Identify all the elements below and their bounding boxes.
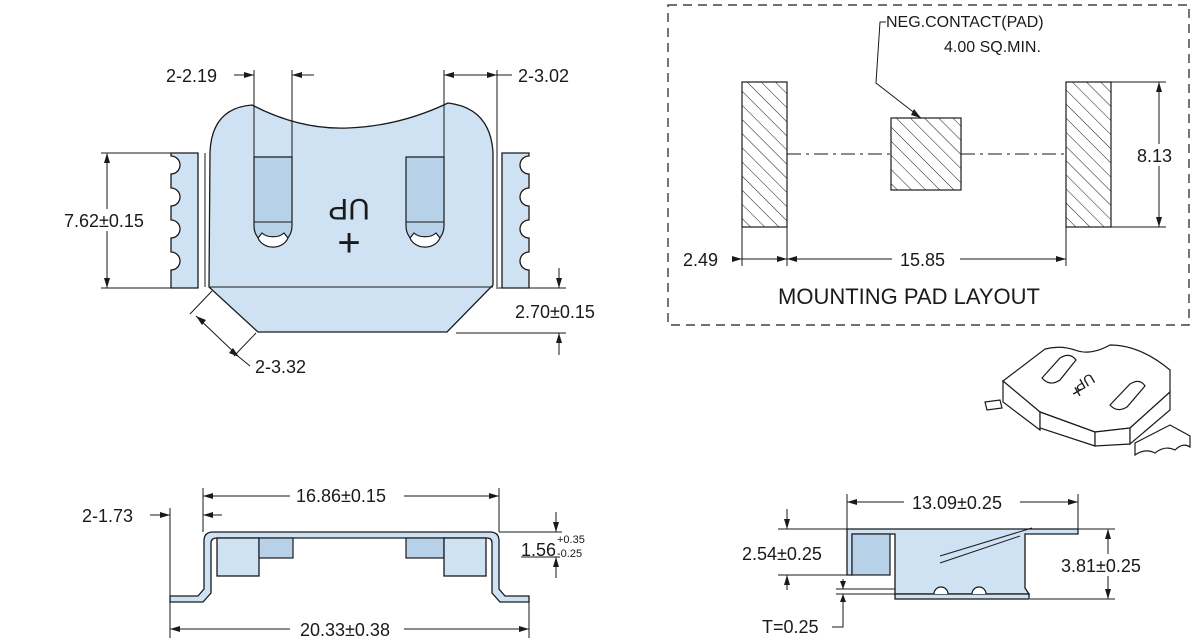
pad-layout-title: MOUNTING PAD LAYOUT (778, 284, 1040, 309)
isometric-view: UP + (984, 344, 1191, 457)
left-contact-slot (253, 156, 293, 246)
dim-end-step: 2.54±0.25 (742, 544, 822, 564)
dim-end-length: 13.09±0.25 (912, 493, 1002, 513)
pad-layout-frame (667, 4, 1190, 326)
dim-pad-span: 15.85 (900, 250, 945, 270)
dim-pad-height: 7.62±0.15 (64, 211, 144, 231)
dim-pad-width: 2.49 (683, 250, 718, 270)
dim-height-tol-plus: +0.35 (557, 534, 585, 546)
neg-contact-pad (890, 117, 962, 191)
dim-thickness: T=0.25 (762, 617, 819, 637)
dim-body-width: 16.86±0.15 (296, 486, 386, 506)
dim-lead: 2-1.73 (82, 506, 133, 526)
dim-overall-width: 20.33±0.38 (300, 620, 390, 640)
mounting-pad-layout: NEG.CONTACT(PAD) 4.00 SQ.MIN. 8.13 2.49 … (667, 4, 1190, 326)
dim-bevel: 2-3.32 (255, 357, 306, 377)
side-left-contact (216, 537, 260, 577)
dim-height-main: 1.56 (521, 540, 556, 560)
dim-pin-width: 2-2.19 (166, 66, 217, 86)
dim-bottom: 2.70±0.15 (515, 302, 595, 322)
side-right-contact (443, 537, 487, 577)
right-solder-tab (501, 152, 530, 289)
dim-slot-width: 2-3.02 (518, 66, 569, 86)
neg-contact-size: 4.00 SQ.MIN. (944, 39, 1041, 56)
dim-end-height: 3.81±0.25 (1061, 556, 1141, 576)
iso-top-plate (1002, 344, 1171, 433)
right-contact-slot (405, 156, 445, 246)
dim-pad-layout-height: 8.13 (1137, 146, 1172, 166)
left-solder-tab (170, 152, 199, 289)
top-view: UP + 2-2.19 2-3.02 7.62±0.15 2.70±0. (60, 66, 595, 377)
dim-height-tol-minus: -0.25 (557, 548, 582, 560)
side-view: 16.86±0.15 2-1.73 20.33±0.38 1.56 +0.35 … (82, 486, 585, 640)
plus-mark: + (337, 221, 360, 265)
right-pad (1065, 81, 1112, 228)
up-mark: UP (328, 192, 370, 225)
left-pad (741, 81, 788, 228)
neg-contact-label: NEG.CONTACT(PAD) (886, 14, 1044, 31)
end-view: 13.09±0.25 2.54±0.25 3.81±0.25 T=0.25 (742, 493, 1156, 637)
